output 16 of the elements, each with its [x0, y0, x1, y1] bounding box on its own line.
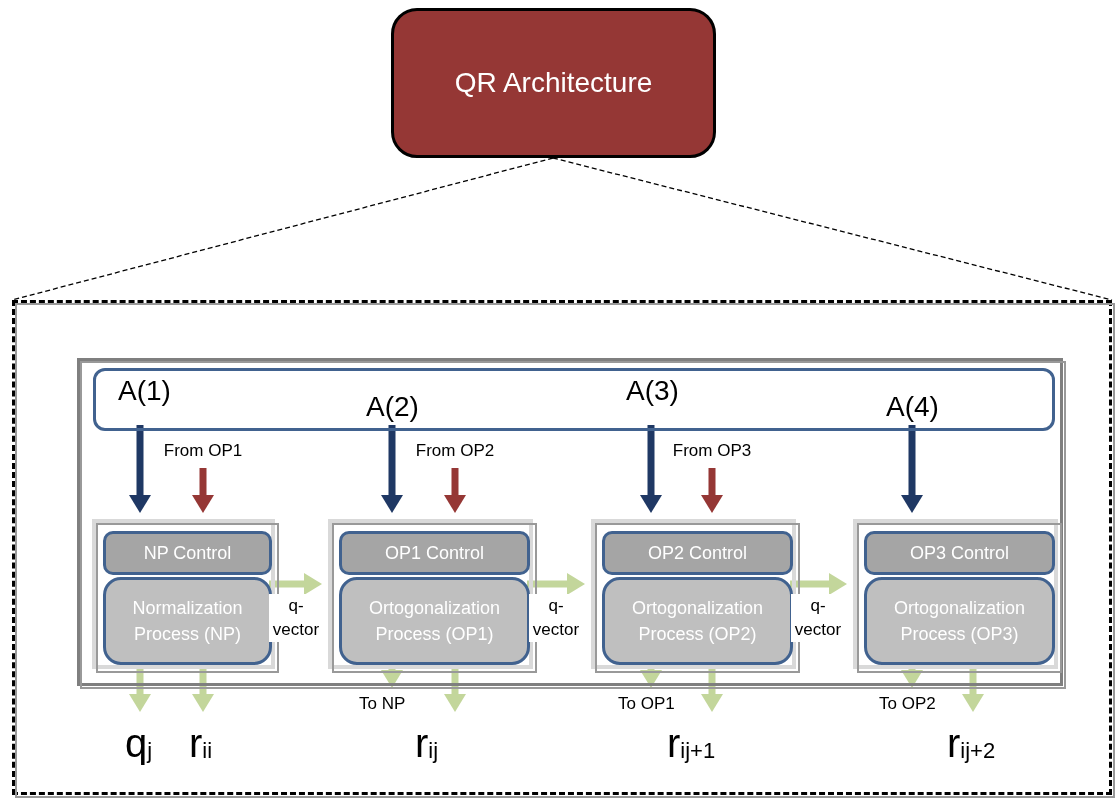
output-label: To OP1: [618, 691, 696, 715]
output-label: To NP: [359, 691, 431, 715]
block-arrow: [790, 573, 847, 595]
system-panel: [77, 358, 1063, 686]
input-label: A(1): [118, 375, 171, 407]
input-label: A(4): [886, 391, 939, 423]
zoom-frame: [12, 300, 1112, 795]
input-label: A(3): [626, 375, 679, 407]
input-bar: [93, 368, 1055, 431]
zoom-line: [11, 157, 554, 301]
block-arrow: [527, 573, 585, 595]
architecture-box: QR Architecture: [391, 8, 716, 158]
block-arrow: [269, 573, 322, 595]
output-label: To OP2: [879, 691, 957, 715]
input-label: A(2): [366, 391, 419, 423]
zoom-line: [552, 157, 1113, 301]
